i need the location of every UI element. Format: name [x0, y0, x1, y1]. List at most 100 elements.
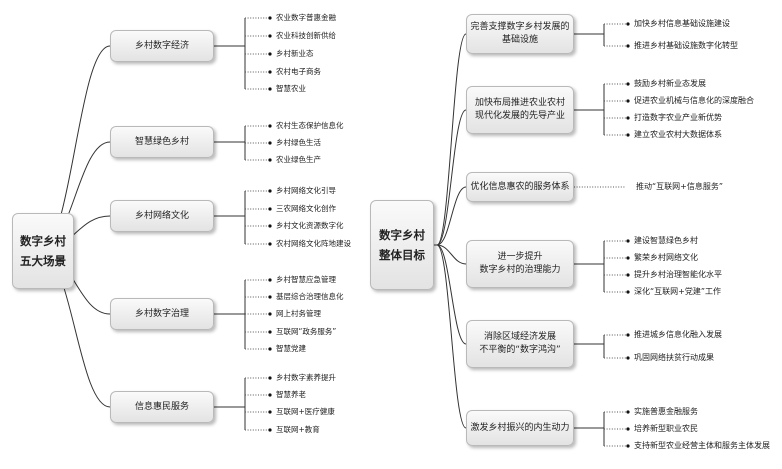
right-branch-2: 加快布局推进农业农村 现代化发展的先导产业 [466, 86, 574, 134]
left-leaf-4-1: 乡村智慧应急管理 [276, 275, 336, 284]
right-branch-5: 消除区域经济发展 不平衡的“数字鸿沟” [466, 320, 574, 368]
right-leaf-2-1: 鼓励乡村新业态发展 [634, 79, 706, 88]
left-leaf-4-4: 互联网“政务服务” [276, 327, 337, 336]
left-leaf-1-1: 农业数字普惠金融 [276, 13, 336, 22]
right-leaf-5-2: 巩固网络扶贫行动成果 [634, 353, 714, 362]
left-leaf-5-1: 乡村数字素养提升 [276, 373, 336, 382]
leaf-bullet [268, 141, 272, 145]
right-leaf-6-2: 培养新型职业农民 [634, 424, 698, 433]
right-leaf-6-3: 支持新型农业经营主体和服务主体发展 [634, 441, 770, 450]
leaf-bullet [268, 242, 272, 246]
right-leaf-4-1: 建设智慧绿色乡村 [634, 236, 698, 245]
leaf-bullet [268, 428, 272, 432]
leaf-bullet [268, 124, 272, 128]
left-leaf-3-2: 三农网络文化创作 [276, 204, 336, 213]
leaf-bullet [626, 239, 630, 243]
leaf-bullet [268, 189, 272, 193]
leaf-bullet [268, 278, 272, 282]
branch-connector [436, 244, 467, 265]
leaf-bullet [626, 133, 630, 137]
left-leaf-5-3: 互联网+医疗健康 [276, 407, 335, 416]
leaf-bullet [626, 116, 630, 120]
left-branch-4: 乡村数字治理 [110, 298, 214, 330]
left-branch-1-label: 乡村数字经济 [134, 40, 189, 51]
right-branch-6-label: 激发乡村振兴的内生动力 [470, 422, 570, 433]
left-leaf-3-4: 农村网络文化阵地建设 [276, 239, 351, 248]
left-root: 数字乡村 五大场景 [12, 213, 74, 289]
right-leaf-1-2: 推进乡村基础设施数字化转型 [634, 41, 738, 50]
right-branch-1: 完善支撑数字乡村发展的 基础设施 [466, 14, 574, 54]
left-branch-3-label: 乡村网络文化 [134, 210, 189, 221]
leaf-bullet [626, 273, 630, 277]
leaf-bullet [268, 158, 272, 162]
right-branch-3-label: 优化信息惠农的服务体系 [470, 181, 570, 192]
leaf-bullet [268, 52, 272, 56]
right-leaf-5-1: 推进城乡信息化融入发展 [634, 330, 722, 339]
leaf-bullet [268, 207, 272, 211]
leaf-bullet [626, 427, 630, 431]
left-leaf-5-2: 智慧养老 [276, 390, 306, 399]
leaf-bullet [626, 82, 630, 86]
left-branch-5: 信息惠民服务 [110, 391, 214, 423]
right-root: 数字乡村 整体目标 [370, 200, 434, 290]
leaf-bullet [626, 22, 630, 26]
left-leaf-3-3: 乡村文化资源数字化 [276, 221, 344, 230]
branch-connector [436, 244, 467, 345]
left-leaf-1-3: 乡村新业态 [276, 49, 314, 58]
leaf-bullet [626, 256, 630, 260]
leaf-bullet [268, 410, 272, 414]
leaf-bullet [268, 376, 272, 380]
right-leaf-1-1: 加快乡村信息基础设施建设 [634, 19, 730, 28]
left-leaf-4-2: 基层综合治理信息化 [276, 292, 344, 301]
left-branch-5-label: 信息惠民服务 [134, 401, 189, 412]
right-leaf-6-1: 实施普惠金融服务 [634, 407, 698, 416]
left-leaf-2-2: 乡村绿色生活 [276, 138, 321, 147]
leaf-bullet [626, 290, 630, 294]
right-branch-4-label: 进一步提升 数字乡村的治理能力 [479, 252, 561, 275]
left-leaf-1-5: 智慧农业 [276, 84, 306, 93]
right-branch-4: 进一步提升 数字乡村的治理能力 [466, 240, 574, 288]
leaf-bullet [268, 224, 272, 228]
leaf-bullet [268, 312, 272, 316]
leaf-bullet [626, 444, 630, 448]
right-leaf-4-4: 深化“互联网+党建”工作 [634, 287, 721, 296]
branch-connector [436, 186, 467, 246]
right-branch-2-label: 加快布局推进农业农村 现代化发展的先导产业 [474, 98, 565, 121]
leaf-bullet [268, 330, 272, 334]
right-branch-3: 优化信息惠农的服务体系 [466, 172, 574, 202]
right-branch-1-label: 完善支撑数字乡村发展的 基础设施 [470, 22, 570, 45]
left-leaf-5-4: 互联网+教育 [276, 425, 320, 434]
right-leaf-4-3: 提升乡村治理智能化水平 [634, 270, 722, 279]
right-branch-6: 激发乡村振兴的内生动力 [466, 410, 574, 446]
branch-connector [436, 33, 467, 246]
right-branch-5-label: 消除区域经济发展 不平衡的“数字鸿沟” [479, 332, 561, 355]
leaf-bullet [626, 99, 630, 103]
left-leaf-4-3: 网上村务管理 [276, 309, 321, 318]
leaf-bullet [626, 333, 630, 337]
leaf-bullet [268, 295, 272, 299]
leaf-bullet [626, 410, 630, 414]
leaf-bullet [268, 34, 272, 38]
leaf-bullet [268, 70, 272, 74]
right-leaf-4-2: 繁荣乡村网络文化 [634, 253, 698, 262]
left-leaf-1-4: 农村电子商务 [276, 67, 321, 76]
left-branch-2: 智慧绿色乡村 [110, 126, 214, 158]
leaf-bullet [268, 87, 272, 91]
left-leaf-2-3: 农业绿色生产 [276, 155, 321, 164]
leaf-bullet [268, 16, 272, 20]
left-branch-1: 乡村数字经济 [110, 30, 214, 62]
left-branch-4-label: 乡村数字治理 [134, 308, 189, 319]
right-leaf-3-1: 推动“互联网+信息服务” [636, 182, 723, 191]
left-branch-2-label: 智慧绿色乡村 [134, 136, 189, 147]
leaf-bullet [626, 356, 630, 360]
right-leaf-2-2: 促进农业机械与信息化的深度融合 [634, 96, 754, 105]
left-leaf-2-1: 农村生态保护信息化 [276, 121, 344, 130]
leaf-bullet [268, 393, 272, 397]
right-leaf-2-4: 建立农业农村大数据体系 [634, 130, 722, 139]
right-leaf-2-3: 打造数字农业产业新优势 [634, 113, 722, 122]
left-leaf-4-5: 智慧党建 [276, 344, 306, 353]
left-root-label: 数字乡村 五大场景 [20, 234, 66, 268]
left-leaf-1-2: 农业科技创新供给 [276, 31, 336, 40]
left-branch-3: 乡村网络文化 [110, 200, 214, 232]
